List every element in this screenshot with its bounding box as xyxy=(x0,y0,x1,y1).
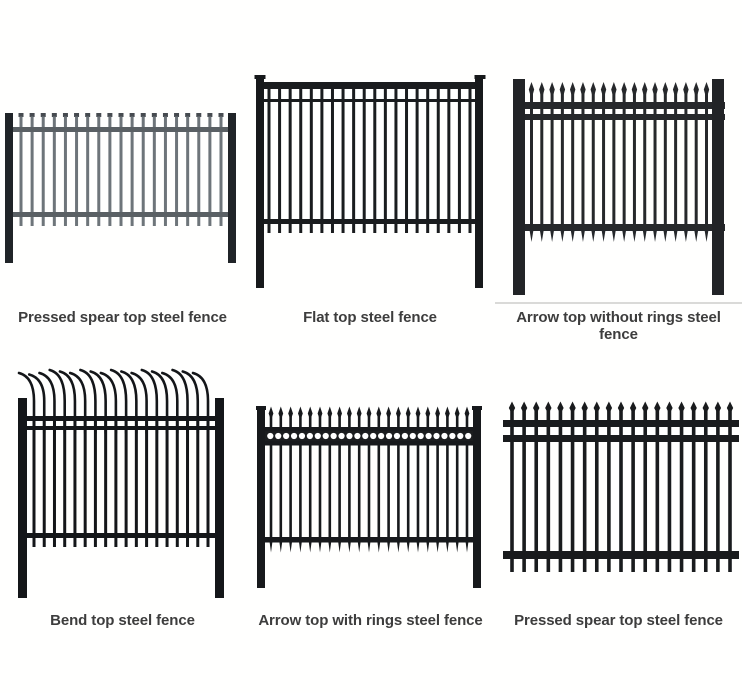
product-cell-arrow-top-without-rings: Arrow top without rings steel fence xyxy=(495,0,742,343)
product-caption-flat-top: Flat top steel fence xyxy=(303,309,437,326)
bend-top-fence-image xyxy=(0,355,245,605)
pressed-spear-top-fence-2-image xyxy=(495,398,742,578)
product-caption-pressed-spear-top-2: Pressed spear top steel fence xyxy=(514,612,723,629)
product-cell-flat-top: Flat top steel fence xyxy=(250,0,490,340)
pressed-spear-top-fence-image xyxy=(0,108,245,268)
product-cell-pressed-spear-top-2: Pressed spear top steel fence xyxy=(495,340,742,693)
product-cell-bend-top: Bend top steel fence xyxy=(0,340,245,693)
arrow-top-without-rings-fence-image xyxy=(495,75,742,308)
product-cell-arrow-top-with-rings: Arrow top with rings steel fence xyxy=(248,340,493,693)
product-caption-arrow-top-without-rings: Arrow top without rings steel fence xyxy=(516,309,721,343)
product-caption-arrow-top-with-rings: Arrow top with rings steel fence xyxy=(258,612,483,629)
product-cell-pressed-spear-top: Pressed spear top steel fence xyxy=(0,0,245,340)
flat-top-fence-image xyxy=(250,70,490,295)
product-caption-pressed-spear-top: Pressed spear top steel fence xyxy=(18,309,227,326)
arrow-top-with-rings-fence-image xyxy=(248,400,493,595)
product-caption-bend-top: Bend top steel fence xyxy=(50,612,195,629)
